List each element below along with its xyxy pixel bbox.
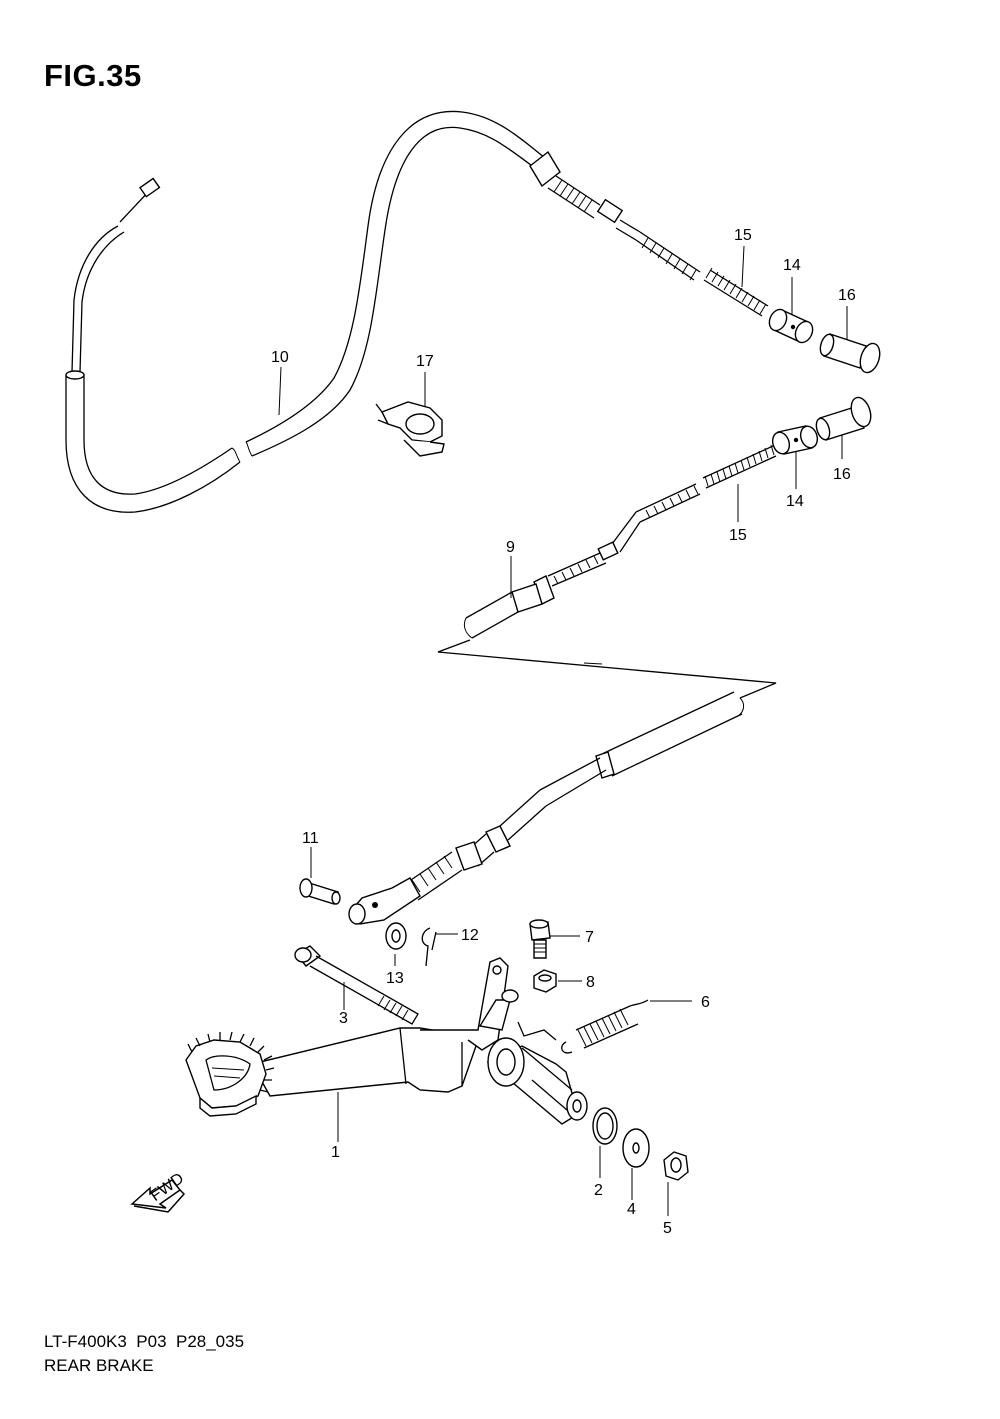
callout-8: 8: [586, 974, 595, 991]
callout-4: 4: [627, 1201, 636, 1218]
figure-title: FIG.35: [44, 58, 142, 93]
leader-lines-upper: [278, 245, 848, 598]
callout-labels: 1 2 3 4 5 6 7 8 9 10 11 12 13 14 15 16 1…: [271, 227, 856, 1237]
callout-14-upper: 14: [783, 257, 801, 274]
pin-11[interactable]: [299, 847, 341, 905]
callout-3: 3: [339, 1010, 348, 1027]
figure-footer: LT-F400K3 P03 P28_035 REAR BRAKE: [44, 1330, 244, 1378]
callout-11: 11: [302, 830, 319, 847]
barrel-14-lower[interactable]: [770, 424, 820, 456]
model-code: LT-F400K3 P03 P28_035: [44, 1332, 245, 1351]
callout-17: 17: [416, 353, 434, 370]
cable-10[interactable]: [65, 110, 701, 513]
callout-15-lower: 15: [729, 527, 747, 544]
callout-10: 10: [271, 349, 289, 366]
callout-15-upper: 15: [734, 227, 752, 244]
brake-pedal-1[interactable]: [185, 957, 588, 1142]
cotter-pin-12[interactable]: [421, 927, 458, 967]
bolt-3[interactable]: [294, 945, 419, 1025]
washer-13[interactable]: [385, 922, 407, 966]
callout-6: 6: [701, 994, 710, 1011]
callout-16-lower: 16: [833, 466, 851, 483]
callout-16-upper: 16: [838, 287, 856, 304]
callout-9: 9: [506, 539, 515, 556]
cable-9[interactable]: [348, 483, 777, 925]
spring-6[interactable]: [561, 999, 692, 1054]
callout-2: 2: [594, 1182, 603, 1199]
callout-13: 13: [386, 970, 404, 987]
spring-15-upper[interactable]: [703, 267, 769, 317]
spring-15-lower[interactable]: [702, 444, 777, 489]
callout-7: 7: [585, 929, 594, 946]
barrel-14-upper[interactable]: [766, 307, 816, 346]
clamp-17[interactable]: [375, 401, 445, 457]
pin-16-upper[interactable]: [818, 333, 883, 375]
nut-5[interactable]: [663, 1151, 689, 1216]
pin-16-lower[interactable]: [814, 395, 874, 441]
figure-name: REAR BRAKE: [44, 1356, 154, 1375]
callout-14-lower: 14: [786, 493, 804, 510]
callout-12: 12: [461, 927, 479, 944]
callout-1: 1: [331, 1144, 340, 1161]
bolt-7[interactable]: [529, 919, 580, 959]
callout-5: 5: [663, 1220, 672, 1237]
nut-8[interactable]: [533, 969, 582, 993]
washer-4[interactable]: [622, 1128, 650, 1200]
o-ring-2[interactable]: [592, 1107, 618, 1178]
forward-arrow-icon: FWD: [130, 1170, 187, 1213]
